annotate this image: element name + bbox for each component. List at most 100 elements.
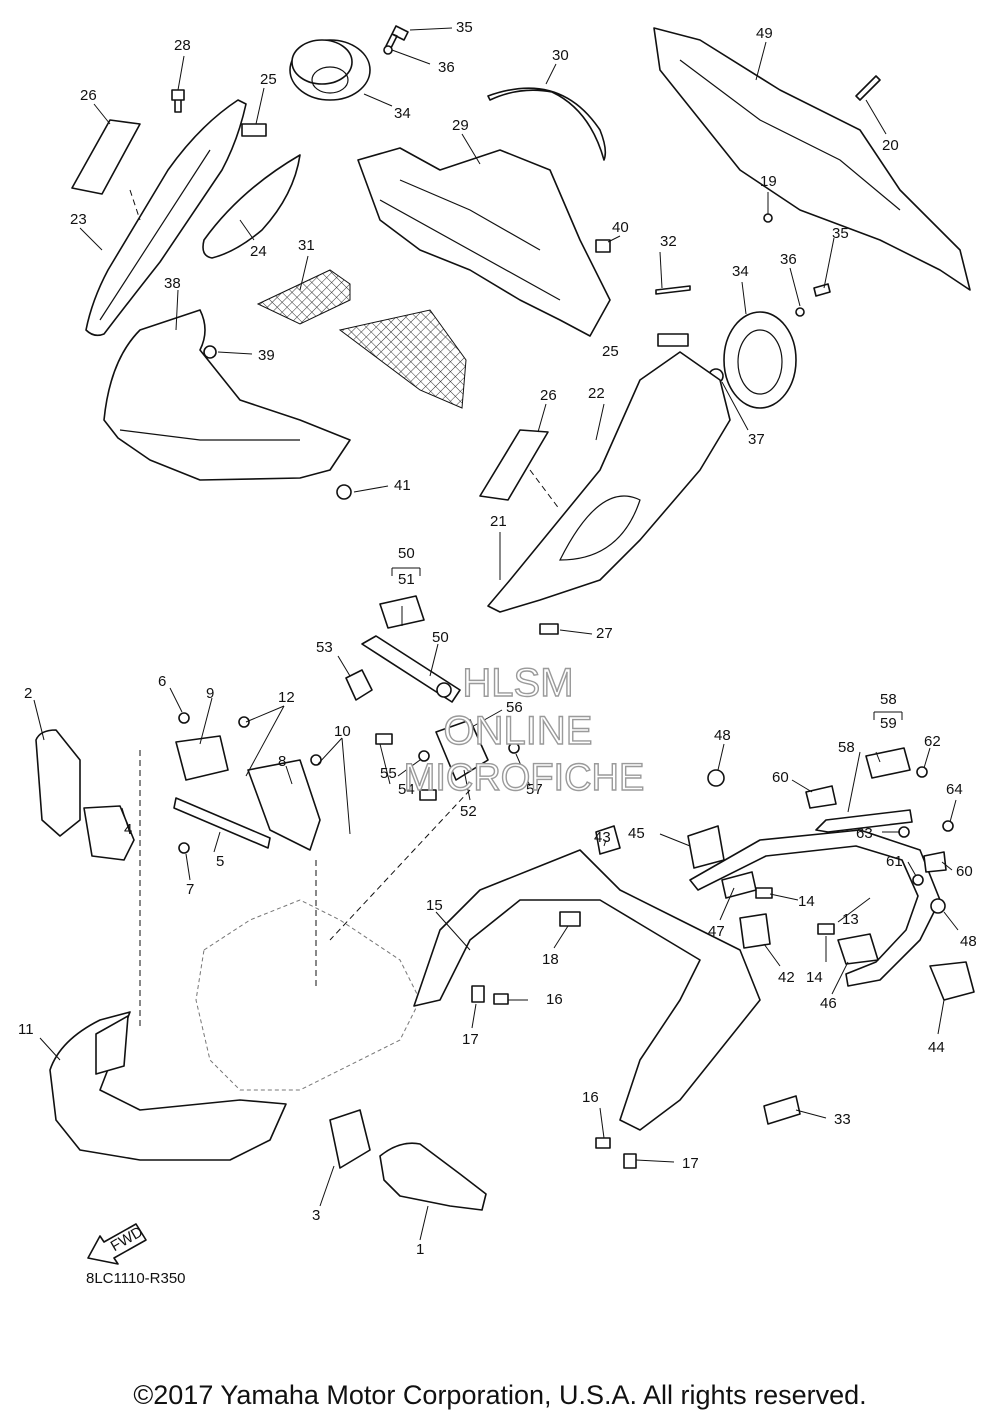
callout-17b: 17 [682,1155,699,1172]
part-16-bolt [493,993,509,1005]
callout-7: 7 [186,881,194,898]
part-14-bolt-lower [817,923,835,935]
callout-62: 62 [924,733,941,750]
callout-54: 54 [398,781,415,798]
part-29-fairing [357,147,611,337]
part-26-sticker [71,119,141,195]
part-3-bracket [329,1109,371,1169]
part-49-panel [653,27,971,291]
callout-17: 17 [462,1031,479,1048]
callouts: 1 2 3 4 5 6 7 8 9 10 11 12 13 14 14 15 1… [18,19,977,1258]
part-56-bracket [435,719,489,781]
callout-59: 59 [880,715,897,732]
part-8-bracket [247,759,321,851]
callout-5: 5 [216,853,224,870]
part-17-nut [471,985,485,1003]
part-50-damper [361,635,461,703]
callout-14b: 14 [806,969,823,986]
callout-57: 57 [526,781,543,798]
callout-34: 34 [394,105,411,122]
part-34-collar-top [289,39,371,101]
callout-37: 37 [748,431,765,448]
assembly-lines [129,189,561,1030]
callout-41: 41 [394,477,411,494]
part-18-clip [559,911,581,927]
callout-44: 44 [928,1039,945,1056]
part-53-bracket [345,669,373,701]
callout-43: 43 [594,829,611,846]
callout-9: 9 [206,685,214,702]
part-54-washer [418,750,430,762]
watermark: HLSM ONLINE MICROFICHE [403,660,645,799]
part-20-pin [855,75,881,101]
callout-48b: 48 [960,933,977,950]
group-bracket-50-51 [391,567,421,576]
part-26-sticker-right [479,429,549,501]
part-24-panel [202,154,301,259]
part-17-nut-lower [623,1153,637,1169]
part-16-bolt-lower [595,1137,611,1149]
callout-21: 21 [490,513,507,530]
callout-58b: 58 [838,739,855,756]
part-13-rail [689,829,941,987]
part-21-side-cover-right [487,351,731,613]
part-60-plate-right [923,851,947,873]
callout-48: 48 [714,727,731,744]
part-9-bracket [175,735,229,781]
part-57-nut [508,742,520,754]
callout-42: 42 [778,969,795,986]
callout-4: 4 [124,821,132,838]
part-2-cover [35,729,81,837]
part-41-nut [336,484,352,500]
part-28-bolt [171,89,185,113]
callout-11: 11 [18,1021,34,1038]
callout-52: 52 [460,803,477,820]
part-4-plate [83,805,135,861]
callout-16: 16 [546,991,563,1008]
callout-36: 36 [438,59,455,76]
part-45-bracket [687,825,725,869]
part-30-strip [487,87,607,161]
callout-60: 60 [772,769,789,786]
callout-61: 61 [886,853,903,870]
callout-64: 64 [946,781,963,798]
callout-46: 46 [820,995,837,1012]
part-33-sticker [763,1095,801,1125]
callout-45: 45 [628,825,645,842]
callout-30: 30 [552,47,569,64]
callout-8: 8 [278,753,286,770]
callout-50: 50 [398,545,415,562]
callout-34b: 34 [732,263,749,280]
part-59-sleeve [865,747,911,779]
part-25-pad [241,123,267,137]
callout-19: 19 [760,173,777,190]
callout-35: 35 [456,19,473,36]
callout-60b: 60 [956,863,973,880]
callout-26: 26 [80,87,97,104]
callout-16b: 16 [582,1089,599,1106]
callout-14: 14 [798,893,815,910]
callout-40: 40 [612,219,629,236]
part-15-cowl [413,849,761,1131]
callout-63: 63 [856,825,873,842]
callout-23: 23 [70,211,87,228]
part-19-grommet [763,213,773,223]
watermark-line-2: ONLINE [444,709,593,753]
part-48-button [707,769,725,787]
callout-15: 15 [426,897,443,914]
copyright-notice: ©2017 Yamaha Motor Corporation, U.S.A. A… [133,1380,867,1410]
callout-24: 24 [250,243,267,260]
part-48-button-right [930,898,946,914]
callout-33: 33 [834,1111,851,1128]
callout-47: 47 [708,923,725,940]
part-35-bolt-right [813,283,831,297]
callout-49: 49 [756,25,773,42]
callout-53: 53 [316,639,333,656]
callout-31: 31 [298,237,315,254]
callout-1: 1 [416,1241,424,1258]
part-55-bolt [375,733,393,745]
part-44-bracket [929,961,975,1001]
callout-51: 51 [398,571,415,588]
fwd-arrow-icon: FWD [87,1223,147,1265]
